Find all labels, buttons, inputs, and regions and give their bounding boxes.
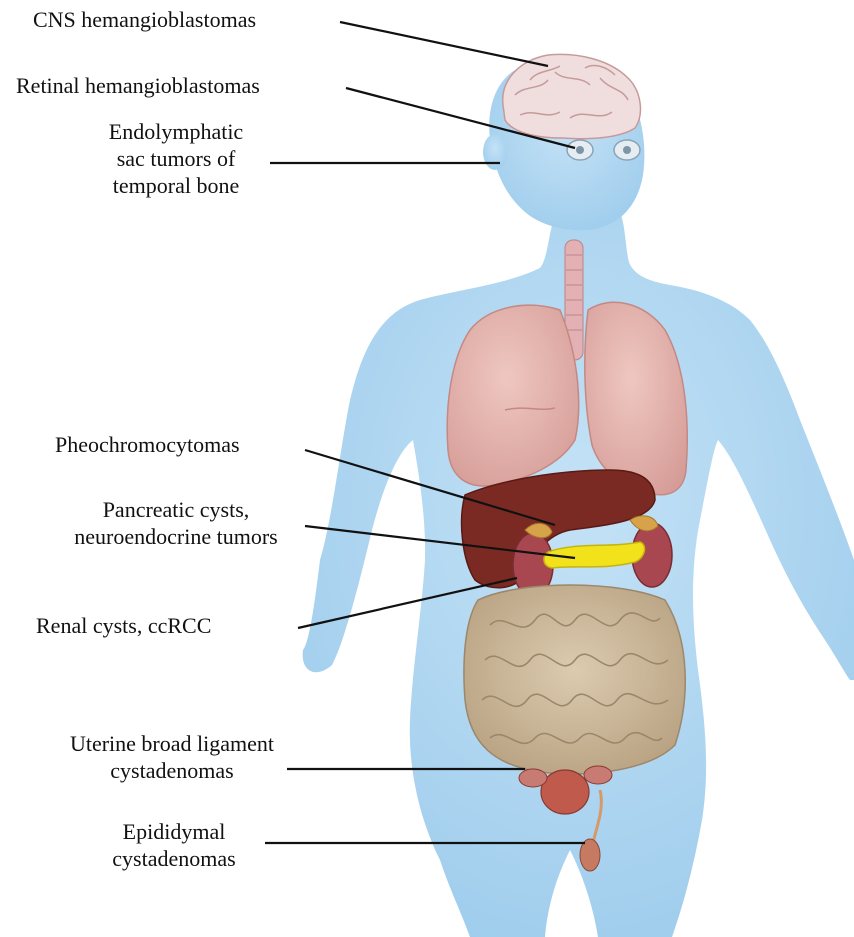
label-cns-hemangioblastomas: CNS hemangioblastomas (33, 6, 256, 33)
label-endolymphatic-sac-tumors: Endolymphatic sac tumors of temporal bon… (88, 118, 264, 199)
label-pancreatic-cysts: Pancreatic cysts, neuroendocrine tumors (44, 496, 308, 550)
label-renal-cysts: Renal cysts, ccRCC (36, 612, 211, 639)
label-retinal-hemangioblastomas: Retinal hemangioblastomas (16, 72, 260, 99)
label-uterine-broad-ligament: Uterine broad ligament cystadenomas (40, 730, 304, 784)
label-pheochromocytomas: Pheochromocytomas (55, 431, 240, 458)
leader-line-cns (340, 22, 548, 66)
brain (503, 54, 641, 138)
intestines (464, 585, 685, 774)
label-epididymal-cystadenomas: Epididymal cystadenomas (92, 818, 256, 872)
